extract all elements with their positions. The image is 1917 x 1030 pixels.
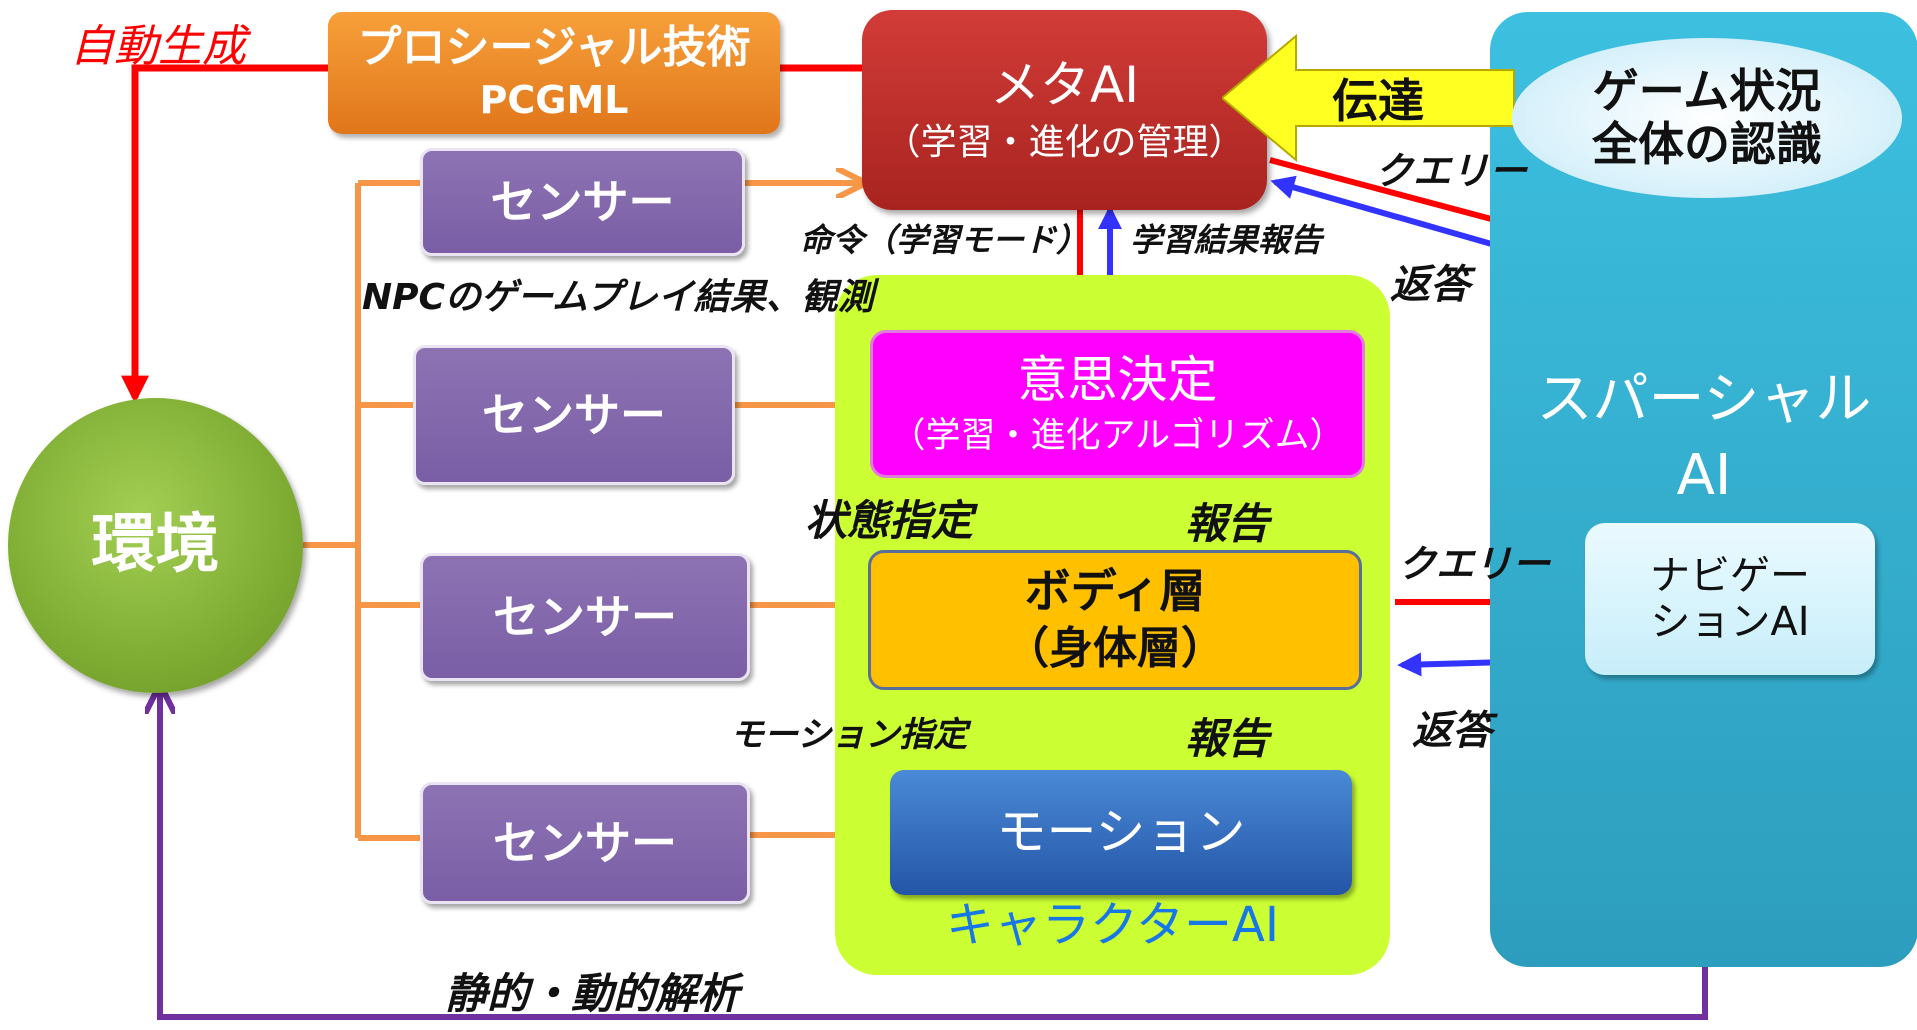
- sensor-box-1: センサー: [420, 148, 745, 256]
- procedural-sub: PCGML: [479, 78, 629, 123]
- game-state-ellipse: ゲーム状況 全体の認識: [1512, 38, 1902, 198]
- decision-title: 意思決定: [1017, 351, 1218, 410]
- sensor-box-3: センサー: [420, 553, 750, 681]
- transmit-arrow: [1222, 33, 1515, 163]
- sensor-box-2: センサー: [413, 345, 735, 485]
- command-label: 命令（学習モード）: [800, 221, 1089, 259]
- auto-generate-label: 自動生成: [70, 21, 246, 72]
- game-state-line1: ゲーム状況: [1592, 64, 1822, 119]
- learning-report-label: 学習結果報告: [1130, 221, 1323, 259]
- report1-label: 報告: [1185, 499, 1270, 548]
- sensor-label-2: センサー: [482, 387, 666, 442]
- motion-label: モーション: [996, 802, 1246, 861]
- spatial-ai-line1: スパーシャル: [1536, 367, 1872, 432]
- query-top-arrow: [1269, 157, 1530, 235]
- character-ai-label: キャラクターAI: [945, 896, 1280, 953]
- nav-ai-line2: ションAI: [1650, 599, 1810, 645]
- report2-label: 報告: [1185, 714, 1270, 763]
- sensor-box-4: センサー: [420, 782, 750, 904]
- query-top-label: クエリー: [1375, 149, 1528, 193]
- procedural-title: プロシージャル技術: [357, 21, 751, 73]
- meta-ai-sub: （学習・進化の管理）: [884, 122, 1245, 164]
- transmit-label: 伝達: [1332, 74, 1424, 128]
- body-title: ボディ層: [1024, 564, 1206, 619]
- game-state-line2: 全体の認識: [1592, 117, 1822, 171]
- sensor-label-3: センサー: [493, 589, 677, 644]
- query-mid-label: クエリー: [1398, 542, 1551, 586]
- environment-circle: 環境: [8, 398, 303, 693]
- body-layer-box: ボディ層 （身体層）: [868, 550, 1362, 690]
- static-dynamic-label: 静的・動的解析: [445, 969, 740, 1018]
- analysis-loop: [160, 690, 1708, 1020]
- npc-result-label: NPCのゲームプレイ結果、観測: [362, 277, 874, 318]
- sensor-label-4: センサー: [493, 815, 677, 870]
- state-spec-label: 状態指定: [805, 496, 974, 545]
- meta-ai-box: メタAI （学習・進化の管理）: [862, 10, 1267, 210]
- spatial-ai-line2: AI: [1676, 442, 1732, 508]
- meta-ai-title: メタAI: [990, 55, 1139, 114]
- nav-ai-line1: ナビゲー: [1650, 553, 1810, 599]
- environment-label: 環境: [91, 507, 220, 582]
- decision-box: 意思決定 （学習・進化アルゴリズム）: [870, 330, 1365, 478]
- answer-top-label: 返答: [1390, 262, 1470, 308]
- motion-spec-label: モーション指定: [730, 715, 968, 755]
- navigation-ai-box: ナビゲー ションAI: [1585, 523, 1875, 675]
- body-sub: （身体層）: [1005, 623, 1225, 675]
- motion-box: モーション: [890, 770, 1352, 895]
- answer-mid-label: 返答: [1412, 708, 1492, 754]
- sensor-label-1: センサー: [490, 174, 675, 229]
- procedural-box: プロシージャル技術 PCGML: [328, 12, 780, 134]
- decision-sub: （学習・進化アルゴリズム）: [890, 415, 1345, 456]
